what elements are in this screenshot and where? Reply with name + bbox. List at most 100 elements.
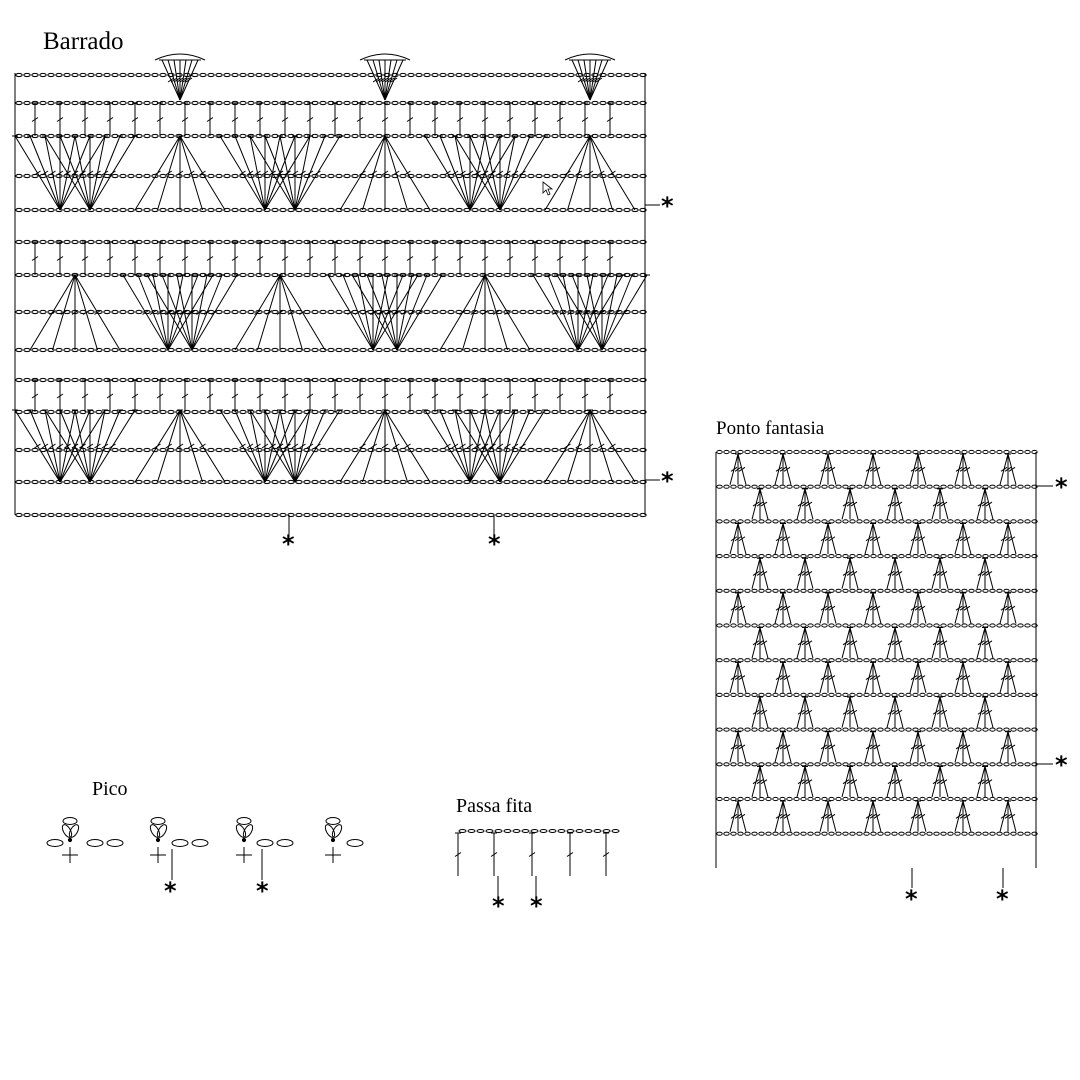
chain-stitch [216,513,222,516]
chain-stitch [808,555,813,558]
chain-stitch [997,485,1002,488]
pico-chart [47,818,363,881]
chain-stitch [504,480,510,483]
chain-stitch [256,73,262,76]
chain-stitch [794,555,799,558]
chain-stitch [552,174,558,177]
chain-stitch [794,624,799,627]
chain-stitch [208,174,214,177]
chain-stitch [568,101,574,104]
chain-stitch [512,480,518,483]
chain-stitch [766,450,771,453]
chain-stitch [941,728,946,731]
chain-stitch [168,208,174,211]
chain-stitch [176,378,182,381]
chain-stitch [773,555,778,558]
chain-stitch [328,208,334,211]
chain-stitch [272,208,278,211]
chain-stitch [40,73,46,76]
chain-stitch [836,450,841,453]
chain-stitch [400,208,406,211]
chain-stitch [997,450,1002,453]
chain-stitch [948,555,953,558]
pico-repeat-mark-2: * [256,879,269,903]
chain-stitch [464,348,470,351]
chain-stitch [934,797,939,800]
chain-stitch [160,208,166,211]
picot-loop [330,823,343,839]
chain-stitch [520,240,526,243]
chain-stitch [892,624,897,627]
chain-stitch [64,273,70,276]
chain-stitch [208,134,214,137]
chain-stitch [48,208,54,211]
chain-stitch [184,448,190,451]
chain-stitch [948,797,953,800]
chain-stitch [200,240,206,243]
chain-stitch [941,555,946,558]
chain-stitch [934,450,939,453]
double-crochet-bar [247,444,253,448]
chain-stitch [24,73,30,76]
chain-stitch [1018,797,1023,800]
chain-stitch [512,208,518,211]
chain-stitch [592,348,598,351]
chain-stitch [320,480,326,483]
chain-stitch [160,480,166,483]
chain-stitch [836,728,841,731]
chain-stitch [787,450,792,453]
chain-stitch [392,513,398,516]
chain-stitch [1004,659,1009,662]
chain-stitch [248,240,254,243]
chain-stitch [822,832,827,835]
chain-stitch [822,728,827,731]
chain-stitch [773,832,778,835]
chain-stitch [864,693,869,696]
chain-stitch [955,832,960,835]
chain-stitch [24,448,30,451]
chain-stitch [160,174,166,177]
chain-stitch [96,273,102,276]
chain-stitch [976,693,981,696]
chain-stitch [787,763,792,766]
chain-stitch [738,728,743,731]
chain-stitch [352,208,358,211]
chain-stitch [962,728,967,731]
chain-stitch [724,520,729,523]
chain-stitch [96,480,102,483]
chain-stitch [248,208,254,211]
picot-loop [67,823,80,839]
double-crochet-bar [307,444,313,448]
chain-stitch [780,832,785,835]
chain-stitch [731,624,736,627]
chain-stitch [864,728,869,731]
chain-stitch [264,73,270,76]
chain-stitch [592,240,598,243]
chain-stitch [878,797,883,800]
chain-stitch [376,513,382,516]
chain-stitch [400,378,406,381]
chain-stitch [857,520,862,523]
chain-stitch [296,101,302,104]
chain-stitch [913,589,918,592]
chain-stitch [312,410,318,413]
chain-stitch [416,513,422,516]
chain-stitch [990,832,995,835]
chain-stitch [759,589,764,592]
chain-stitch [801,555,806,558]
chain-stitch [392,240,398,243]
chain-stitch [472,273,478,276]
chain-stitch [843,485,848,488]
chain-stitch [794,485,799,488]
chain-stitch [752,555,757,558]
chain-stitch [480,208,486,211]
chain-stitch [815,485,820,488]
chain-stitch [913,450,918,453]
passa-fita-repeat-mark-2: * [530,894,543,918]
chain-stitch [962,555,967,558]
chain-stitch [544,240,550,243]
chain-stitch [432,513,438,516]
chain-stitch [857,555,862,558]
chain-stitch [815,693,820,696]
chain-stitch [808,797,813,800]
